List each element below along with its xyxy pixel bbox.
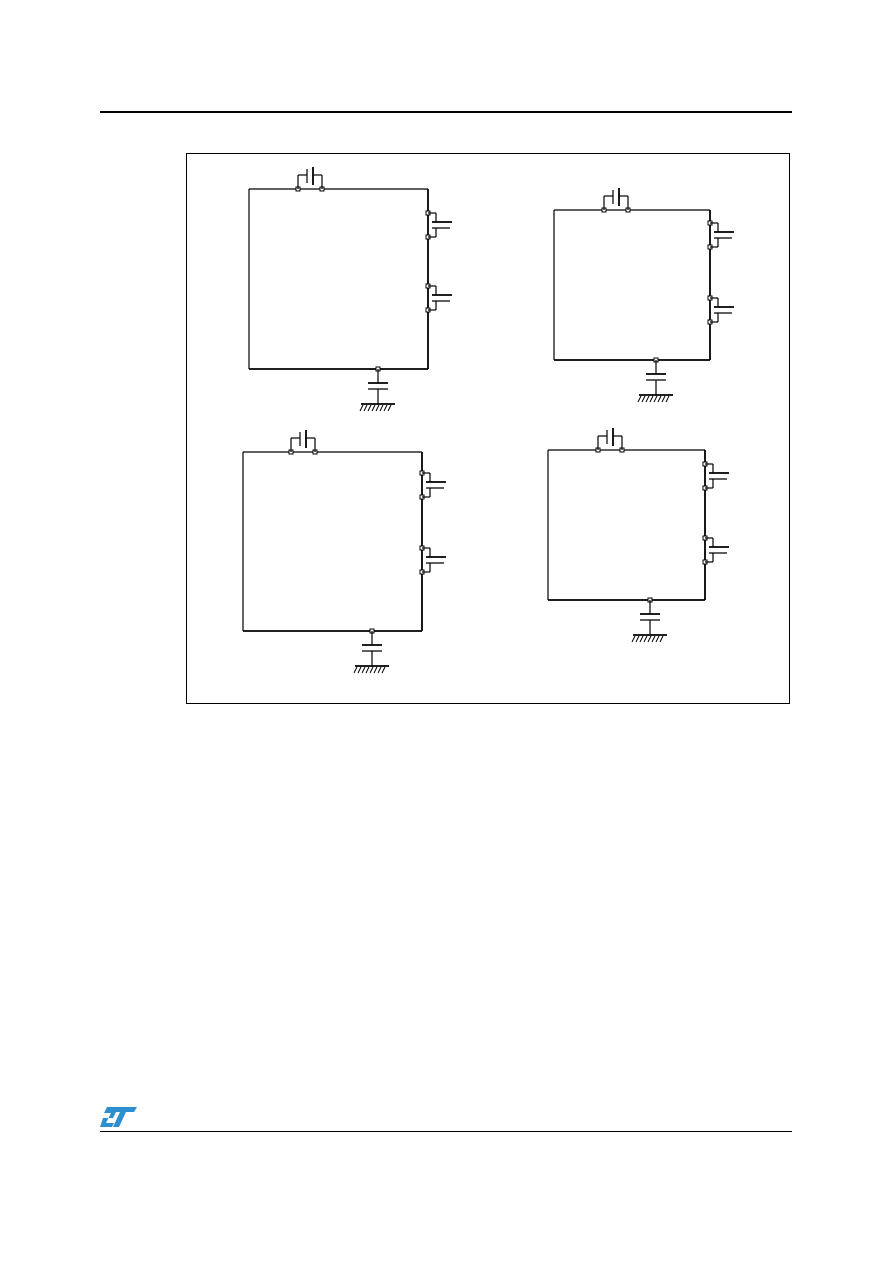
- ground-hatch: [373, 666, 378, 674]
- ground-hatch: [367, 404, 372, 412]
- ground-hatch: [631, 635, 636, 643]
- ground-hatch: [353, 666, 358, 674]
- ground-hatch: [379, 404, 384, 412]
- ground-hatch: [659, 635, 664, 643]
- ground-hatch: [637, 395, 642, 403]
- ground-hatch: [653, 395, 658, 403]
- st-logo-icon: [100, 1107, 137, 1127]
- ground-hatch: [387, 404, 392, 412]
- ground-hatch: [361, 666, 366, 674]
- footer-rule: [100, 1131, 792, 1132]
- ground-hatch: [643, 635, 648, 643]
- circuit-bottom-left: [242, 430, 446, 674]
- ground-hatch: [363, 404, 368, 412]
- ground-hatch: [635, 635, 640, 643]
- circuit-top-left: [248, 167, 452, 412]
- ground-hatch: [647, 635, 652, 643]
- ground-hatch: [655, 635, 660, 643]
- ground-hatch: [641, 395, 646, 403]
- ground-hatch: [369, 666, 374, 674]
- ground-hatch: [381, 666, 386, 674]
- ground-hatch: [665, 395, 670, 403]
- figure-frame: [186, 153, 790, 704]
- ground-hatch: [661, 395, 666, 403]
- ground-hatch: [639, 635, 644, 643]
- ground-hatch: [375, 404, 380, 412]
- ground-hatch: [657, 395, 662, 403]
- ground-hatch: [649, 395, 654, 403]
- ground-hatch: [645, 395, 650, 403]
- ground-hatch: [651, 635, 656, 643]
- header-rule: [100, 111, 792, 113]
- ground-hatch: [383, 404, 388, 412]
- ground-hatch: [359, 404, 364, 412]
- circuit-group: [242, 167, 734, 674]
- ground-hatch: [377, 666, 382, 674]
- circuit-bottom-right: [547, 428, 729, 643]
- ground-hatch: [357, 666, 362, 674]
- ground-hatch: [371, 404, 376, 412]
- circuit-top-right: [553, 188, 734, 403]
- ground-hatch: [365, 666, 370, 674]
